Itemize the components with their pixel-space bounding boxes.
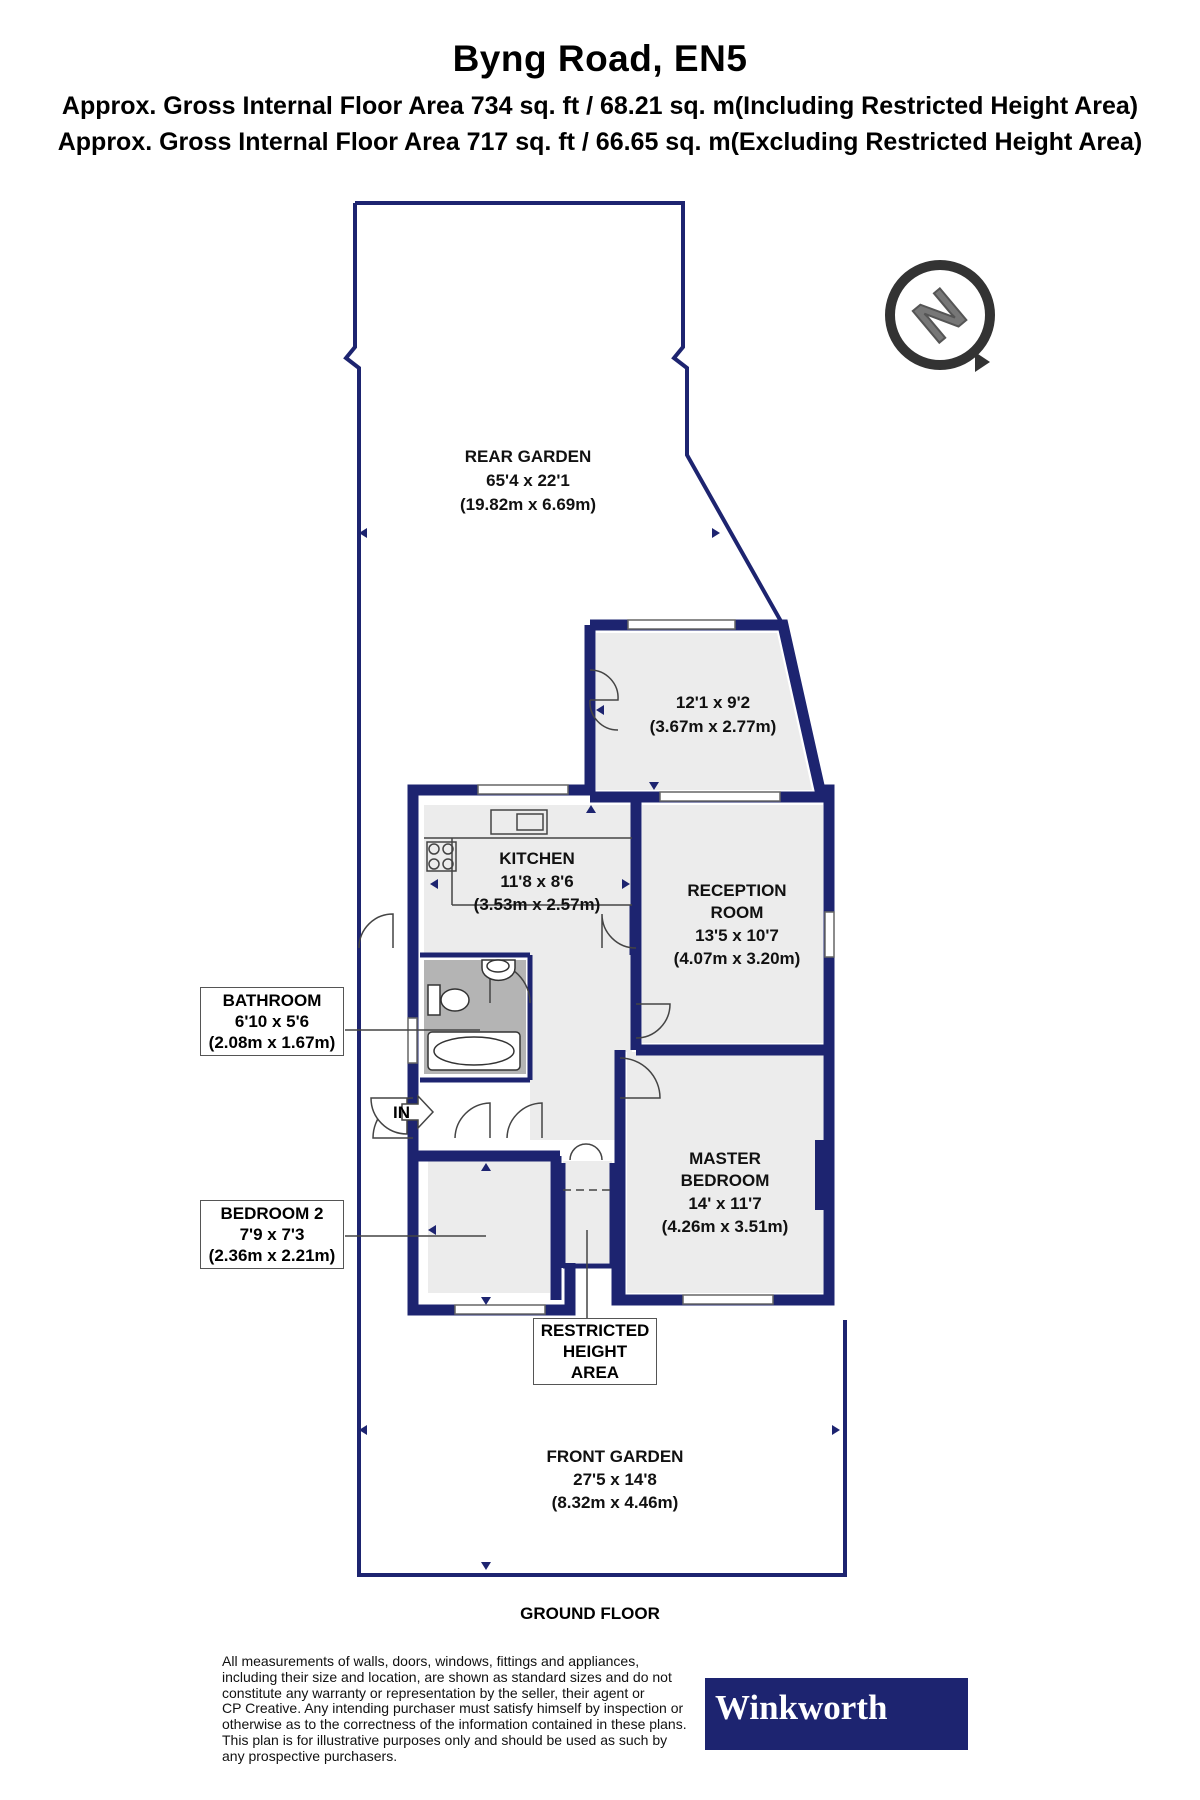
front-garden-metric: (8.32m x 4.46m) <box>552 1493 679 1512</box>
reception-metric: (4.07m x 3.20m) <box>674 949 801 968</box>
toilet-cistern-icon <box>427 984 441 1016</box>
conservatory-window <box>627 619 736 630</box>
internal-partitions <box>420 905 635 1269</box>
disclaimer-line: any prospective purchasers. <box>222 1747 398 1764</box>
brand-name: Winkworth <box>715 1688 888 1727</box>
disclaimer-line: All measurements of walls, doors, window… <box>222 1653 640 1669</box>
conservatory-imperial: 12'1 x 9'2 <box>676 693 750 712</box>
disclaimer-line: CP Creative. Any intending purchaser mus… <box>222 1700 684 1717</box>
kitchen-name: KITCHEN <box>499 849 575 868</box>
bedroom2-floor <box>428 1161 550 1293</box>
reception-window <box>824 911 835 958</box>
disclaimer-line: This plan is for illustrative purposes o… <box>222 1731 668 1748</box>
restricted-line-1: RESTRICTED <box>540 1321 650 1340</box>
entrance-label: IN <box>393 1103 410 1122</box>
kitchen-metric: (3.53m x 2.57m) <box>474 895 601 914</box>
entrance-marker: IN <box>370 1094 435 1135</box>
reception-name-1: RECEPTION <box>687 881 786 900</box>
kitchen-floor <box>424 805 632 955</box>
bedroom2-imperial: 7'9 x 7'3 <box>239 1225 305 1244</box>
master-bedroom-name-2: BEDROOM <box>681 1171 770 1190</box>
reception-name-2: ROOM <box>711 903 764 922</box>
rear-garden-name: REAR GARDEN <box>465 447 592 466</box>
bathroom-metric: (2.08m x 1.67m) <box>208 1033 336 1052</box>
room-fills <box>424 633 823 1293</box>
bedroom2-callout: BEDROOM 2 7'9 x 7'3 (2.36m x 2.21m) <box>200 1200 344 1269</box>
disclaimer-line: including their size and location, are s… <box>222 1668 672 1685</box>
reception-floor <box>642 805 823 1043</box>
kitchen-fittings <box>424 809 632 906</box>
master-bedroom-imperial: 14' x 11'7 <box>688 1194 761 1213</box>
compass-letter: N <box>902 276 978 355</box>
restricted-height-callout: RESTRICTED HEIGHT AREA <box>533 1318 657 1385</box>
bedroom2-window <box>454 1304 546 1315</box>
bathroom-fittings <box>427 959 521 1071</box>
reception-imperial: 13'5 x 10'7 <box>695 926 779 945</box>
north-compass-icon: N <box>885 260 995 372</box>
windows <box>407 619 835 1315</box>
leader-lines <box>345 1029 612 1318</box>
bathroom-callout: BATHROOM 6'10 x 5'6 (2.08m x 1.67m) <box>200 987 344 1056</box>
patio-door <box>659 791 781 802</box>
kitchen-window <box>477 784 569 795</box>
area-including-restricted: Approx. Gross Internal Floor Area 734 sq… <box>61 92 1139 120</box>
toilet-icon <box>440 988 470 1012</box>
site-boundary <box>343 201 847 1577</box>
rear-garden-imperial: 65'4 x 22'1 <box>486 471 570 490</box>
floor-label: GROUND FLOOR <box>520 1604 660 1623</box>
kitchen-imperial: 11'8 x 8'6 <box>500 872 573 891</box>
rear-garden-metric: (19.82m x 6.69m) <box>460 495 596 514</box>
area-excluding-restricted: Approx. Gross Internal Floor Area 717 sq… <box>57 128 1143 156</box>
master-bedroom-metric: (4.26m x 3.51m) <box>662 1217 789 1236</box>
disclaimer-text: All measurements of walls, doors, window… <box>222 1653 722 1765</box>
restricted-line-2: HEIGHT <box>562 1342 628 1361</box>
bathroom-imperial: 6'10 x 5'6 <box>234 1012 310 1031</box>
dimension-markers <box>359 528 840 1570</box>
restricted-line-3: AREA <box>570 1363 620 1382</box>
front-garden-name: FRONT GARDEN <box>547 1447 684 1466</box>
master-bedroom-floor <box>627 1052 823 1293</box>
front-garden-imperial: 27'5 x 14'8 <box>573 1470 657 1489</box>
bedroom2-name: BEDROOM 2 <box>220 1204 324 1223</box>
disclaimer-line: constitute any warranty or representatio… <box>222 1684 645 1701</box>
bathroom-name: BATHROOM <box>222 991 322 1010</box>
entrance-arrow-icon <box>401 1094 435 1130</box>
chimney-breast <box>815 1140 827 1210</box>
conservatory-floor <box>596 633 812 790</box>
winkworth-logo: Winkworth <box>705 1678 968 1750</box>
hall-floor <box>530 945 632 1140</box>
master-bedroom-name-1: MASTER <box>689 1149 761 1168</box>
hob-icon <box>426 841 457 872</box>
master-bedroom-window <box>682 1294 774 1305</box>
sink-icon <box>490 809 548 835</box>
bathroom-window <box>407 1017 418 1064</box>
conservatory-metric: (3.67m x 2.77m) <box>650 717 777 736</box>
disclaimer-line: otherwise as to the correctness of the i… <box>222 1716 687 1733</box>
plan-title: Byng Road, EN5 <box>452 38 748 79</box>
bedroom2-metric: (2.36m x 2.21m) <box>208 1246 336 1265</box>
restricted-area-floor <box>563 1161 612 1263</box>
